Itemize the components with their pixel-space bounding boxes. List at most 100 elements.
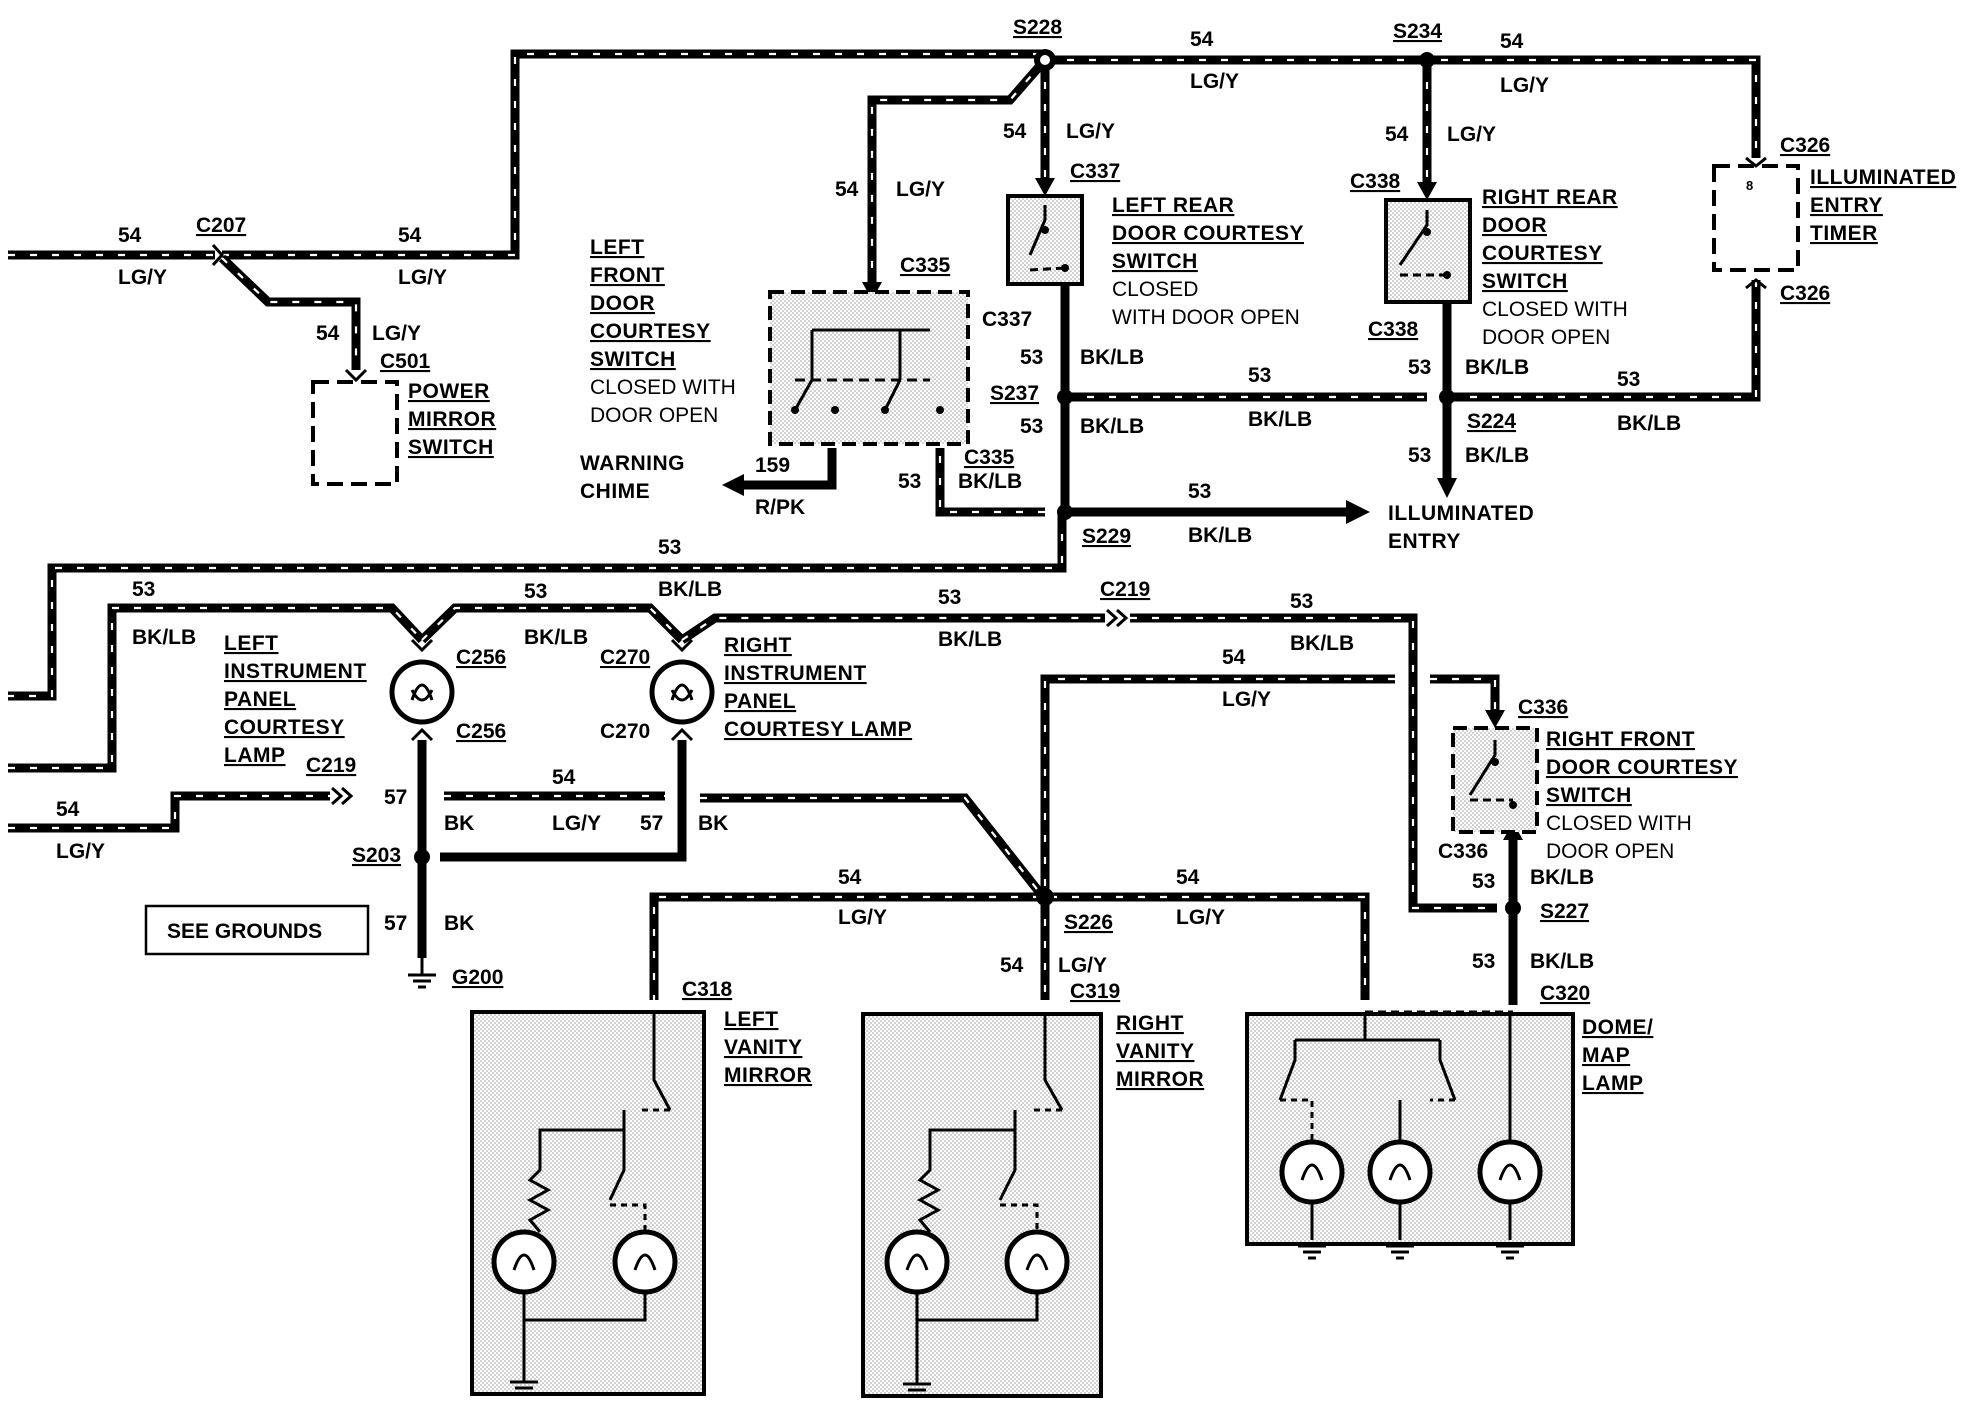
right-vanity-bulb-2 [1004,1229,1070,1295]
wire-number: 54 [1003,120,1027,143]
wire-number: 53 [1248,364,1271,387]
connector-c326-bottom: C326 [1780,282,1830,305]
label-line: PANEL [224,688,296,711]
label-line: WARNING [580,452,685,475]
splice-s228: S228 [1013,16,1062,39]
label-line: RIGHT [1116,1012,1184,1035]
wire-color: BK [444,812,474,835]
label-line: LEFT [590,236,645,259]
label-line: ILLUMINATED [1810,166,1956,189]
wire-color: BK/LB [1530,950,1594,973]
wire-color: BK/LB [524,626,588,649]
see-grounds-note: SEE GROUNDS [144,904,370,956]
label-line: DOOR OPEN [590,404,718,427]
wire-color: BK/LB [958,470,1022,493]
splice-s234: S234 [1393,20,1442,43]
connector-c335-top: C335 [900,254,951,277]
connector-c335-bottom: C335 [964,446,1015,469]
warning-chime-label: WARNING CHIME [580,452,685,503]
wire-number: 53 [1472,950,1495,973]
wire-color: BK [444,912,474,935]
wire-number: 54 [552,766,576,789]
left-ip-lamp-bulb [389,659,455,725]
right-vanity-mirror-box [861,1012,1103,1398]
left-vanity-mirror-box [470,1010,706,1396]
wire-number: 53 [1408,444,1431,467]
label-line: CLOSED WITH [1546,812,1692,835]
dome-bulb-2 [1367,1139,1433,1205]
left-instrument-panel-lamp-label: LEFT INSTRUMENT PANEL COURTESY LAMP [224,632,367,767]
label-line: CHIME [580,480,650,503]
illuminated-entry-timer-box [1712,164,1800,272]
right-instrument-panel-lamp-label: RIGHT INSTRUMENT PANEL COURTESY LAMP [724,634,912,741]
splice-s237: S237 [990,382,1039,405]
wire-number: 53 [1020,415,1043,438]
wires [8,49,1761,1000]
connector-c256-bottom: C256 [456,720,506,743]
label-line: LAMP [1582,1072,1644,1095]
label-line: MIRROR [408,408,496,431]
label-line: SWITCH [1112,250,1198,273]
connector-c336-top: C336 [1518,696,1568,719]
wire-color: BK/LB [1465,444,1529,467]
wire-color: LG/Y [1066,120,1115,143]
label-line: DOME/ [1582,1016,1653,1039]
wire-number: 53 [1188,480,1211,503]
right-vanity-bulb-1 [884,1229,950,1295]
label-line: LEFT [724,1008,779,1031]
label-line: INSTRUMENT [724,662,867,685]
right-vanity-mirror-label: RIGHT VANITY MIRROR [1116,1012,1204,1091]
wire-number: 54 [398,224,422,247]
dome-bulb-1 [1279,1139,1345,1205]
timer-pin-number: 8 [1746,178,1753,193]
splice-s224: S224 [1467,410,1516,433]
label-line: LEFT REAR [1112,194,1234,217]
label-line: INSTRUMENT [224,660,367,683]
label-line: MAP [1582,1044,1630,1067]
component-names: POWER MIRROR SWITCH LEFT FRONT DOOR COUR… [224,166,1956,1095]
label-line: LAMP [224,744,286,767]
right-front-door-switch-box [1451,726,1539,834]
wire-color: BK/LB [938,628,1002,651]
wire-color: LG/Y [1176,906,1225,929]
wire-number: 54 [1500,30,1524,53]
label-line: DOOR OPEN [1482,326,1610,349]
wire-color: LG/Y [838,906,887,929]
connector-c337-bottom: C337 [982,308,1032,331]
dome-map-lamp-box [1245,1012,1575,1246]
connector-c319: C319 [1070,980,1120,1003]
wire-number: 53 [938,586,961,609]
label-line: PANEL [724,690,796,713]
ground-g200: G200 [452,966,503,989]
label-line: POWER [408,380,490,403]
label-line: MIRROR [1116,1068,1204,1091]
wire-number: 54 [56,798,80,821]
connector-c338-bottom: C338 [1368,318,1419,341]
connector-labels: C207 C501 C335 C335 C337 C337 C338 C338 … [196,134,1830,1005]
label-line: SWITCH [1482,270,1568,293]
wire-number: 53 [1408,356,1431,379]
power-mirror-switch-box [311,380,399,486]
label-line: VANITY [724,1036,802,1059]
power-mirror-switch-label: POWER MIRROR SWITCH [408,380,496,459]
connector-c336-bottom: C336 [1438,840,1488,863]
wire-number: 53 [658,536,681,559]
see-grounds-label: SEE GROUNDS [167,920,322,943]
wire-color: LG/Y [1447,123,1496,146]
wire-color: R/PK [755,496,805,519]
wire-color: LG/Y [1058,954,1107,977]
wire-color: LG/Y [1500,74,1549,97]
connector-chevrons [211,156,1767,806]
wire-number: 159 [755,454,790,477]
label-line: SWITCH [408,436,494,459]
wire-color: BK/LB [132,626,196,649]
arrows [722,178,1523,840]
label-line: FRONT [590,264,665,287]
connector-c219-left: C219 [306,754,356,777]
wire-number: 53 [1290,590,1313,613]
label-line: ENTRY [1388,530,1461,553]
label-line: SWITCH [590,348,676,371]
label-line: DOOR [1482,214,1547,237]
wire-color: BK/LB [1080,415,1144,438]
splice-s227: S227 [1540,900,1589,923]
